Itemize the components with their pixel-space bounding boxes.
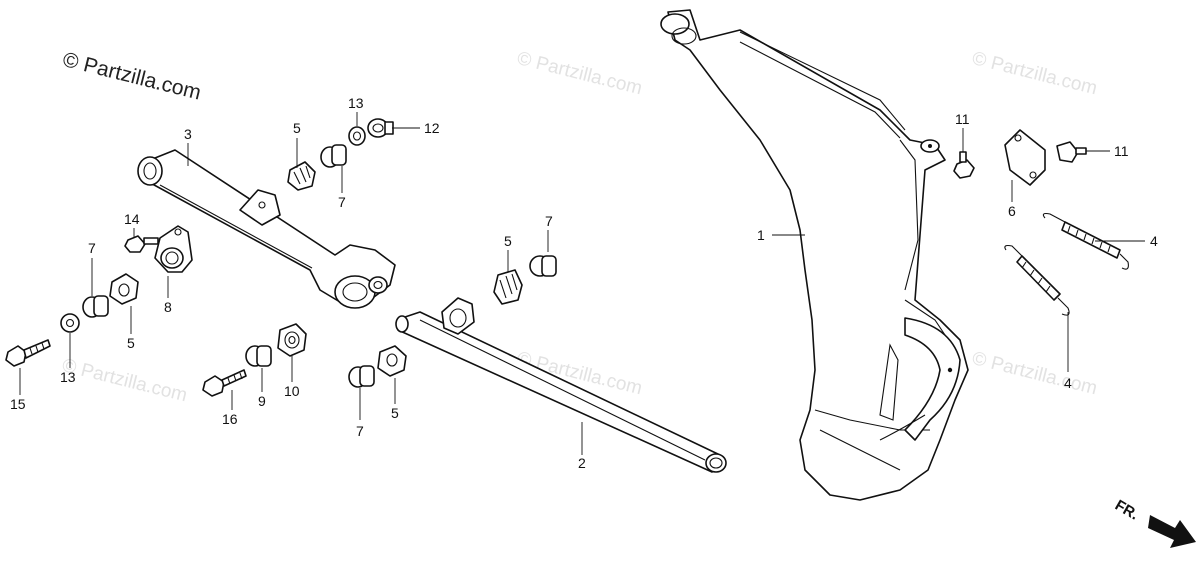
- callout-5-left[interactable]: 5: [127, 335, 135, 351]
- direction-label: FR.: [1112, 497, 1141, 524]
- callout-11-left[interactable]: 11: [955, 111, 970, 127]
- bolt-14[interactable]: [124, 235, 159, 253]
- callout-2[interactable]: 2: [578, 455, 586, 471]
- gasket-plate[interactable]: [1004, 129, 1046, 186]
- expansion-chamber[interactable]: [660, 9, 969, 501]
- callout-6[interactable]: 6: [1008, 203, 1016, 219]
- callout-7-left[interactable]: 7: [88, 240, 96, 256]
- grommet-5-left[interactable]: [109, 273, 139, 305]
- washer-13-top[interactable]: [348, 126, 366, 146]
- callout-8[interactable]: 8: [164, 299, 172, 315]
- bolt-11-left[interactable]: [953, 151, 975, 179]
- grommet-5-mid[interactable]: [493, 269, 523, 305]
- collar-7-mid[interactable]: [529, 255, 557, 277]
- grommet-5-bottom[interactable]: [377, 345, 407, 377]
- collar-9[interactable]: [245, 345, 272, 367]
- mounting-bracket[interactable]: [154, 225, 193, 273]
- callout-7-top[interactable]: 7: [338, 194, 346, 210]
- callout-16[interactable]: 16: [222, 411, 238, 427]
- callout-4-upper[interactable]: 4: [1150, 233, 1158, 249]
- grommet-10[interactable]: [277, 323, 307, 357]
- collar-7-left[interactable]: [82, 295, 109, 318]
- callout-13-left[interactable]: 13: [60, 369, 76, 385]
- grommet-5-top[interactable]: [287, 161, 316, 191]
- callout-13-top[interactable]: 13: [348, 95, 364, 111]
- collar-7-bottom[interactable]: [348, 365, 375, 388]
- callout-7-bottom[interactable]: 7: [356, 423, 364, 439]
- bolt-15[interactable]: [5, 339, 51, 367]
- callout-7-mid[interactable]: 7: [545, 213, 553, 229]
- callout-5-bottom[interactable]: 5: [391, 405, 399, 421]
- callout-12[interactable]: 12: [424, 120, 440, 136]
- bolt-16[interactable]: [202, 369, 247, 397]
- exhaust-pipe-long[interactable]: [395, 297, 727, 473]
- callout-5-top[interactable]: 5: [293, 120, 301, 136]
- leader-lines: [19, 112, 1145, 455]
- callout-9[interactable]: 9: [258, 393, 266, 409]
- front-direction-indicator: FR.: [1112, 497, 1196, 548]
- callout-15[interactable]: 15: [10, 396, 26, 412]
- spring-lower[interactable]: [1004, 244, 1070, 316]
- callout-10[interactable]: 10: [284, 383, 300, 399]
- washer-13-left[interactable]: [60, 313, 80, 333]
- callout-14[interactable]: 14: [124, 211, 140, 227]
- nut-12[interactable]: [367, 118, 394, 138]
- arrow-right-icon: [1148, 515, 1196, 548]
- callout-5-mid[interactable]: 5: [504, 233, 512, 249]
- bolt-11-right[interactable]: [1056, 141, 1087, 163]
- collar-7-top[interactable]: [320, 144, 347, 168]
- muffler-tube[interactable]: [137, 149, 396, 309]
- callout-4-lower[interactable]: 4: [1064, 375, 1072, 391]
- callout-3[interactable]: 3: [184, 126, 192, 142]
- callout-labels: 1 2 3 4 4 5 5 5 5 6 7 7 7 7 8 9 10 11 11…: [10, 95, 1158, 471]
- callout-1[interactable]: 1: [757, 227, 765, 243]
- callout-11-right[interactable]: 11: [1114, 143, 1129, 159]
